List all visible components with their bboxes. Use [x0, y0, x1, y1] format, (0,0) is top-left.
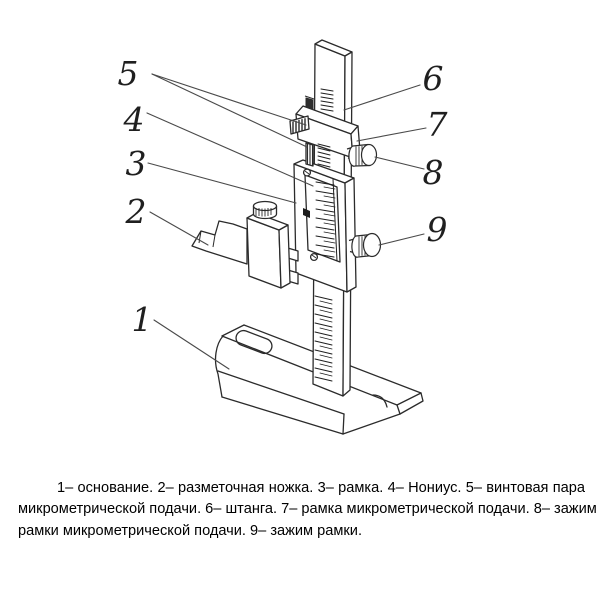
marking-leg [191, 200, 299, 289]
leader-line-4 [146, 112, 314, 187]
leader-line-5b [151, 73, 308, 148]
vernier-index-mark [303, 208, 310, 218]
vernier-window [304, 174, 341, 263]
leader-line-3 [147, 162, 297, 204]
clamp-knob-9 [348, 232, 382, 258]
clamp-knob-8 [346, 143, 378, 167]
leader-line-5a [151, 73, 307, 126]
leader-line-9 [378, 233, 425, 246]
figure-caption: 1– основание. 2– разметочная ножка. 3– р… [18, 478, 597, 542]
figure-label-2: 2 [125, 192, 147, 231]
figure-label-5: 5 [118, 54, 139, 93]
figure-label-9: 9 [427, 210, 448, 249]
leader-line-2 [149, 211, 209, 246]
feed-screw [305, 142, 314, 167]
vernier-scale-edge [332, 178, 338, 262]
figure-label-4: 4 [123, 100, 145, 139]
leader-line-8 [374, 156, 425, 170]
caption-line-2: микрометрической подачи. 6– штанга. 7– р… [18, 501, 597, 518]
leader-line-6 [343, 84, 421, 111]
figure-label-7: 7 [427, 105, 448, 144]
caption-line-1: 1– основание. 2– разметочная ножка. 3– р… [57, 480, 585, 496]
figure-label-6: 6 [423, 59, 444, 98]
leader-line-1 [153, 319, 230, 370]
feed-nut [289, 115, 310, 135]
base [214, 324, 424, 435]
base-corner-fillet [372, 394, 388, 408]
vernier-frame [293, 159, 357, 293]
figure-label-1: 1 [132, 300, 153, 339]
base-slot [235, 329, 273, 355]
leg-thumbscrew [252, 200, 278, 220]
leader-lines [146, 73, 427, 370]
scriber-blade [191, 220, 248, 265]
beam-scale-ticks [314, 88, 338, 382]
leader-line-7 [356, 127, 427, 142]
figure-label-8: 8 [423, 153, 444, 192]
caption-line-3: рамки микрометрической подачи. 9– зажим … [18, 522, 362, 539]
figure-label-3: 3 [126, 144, 147, 183]
